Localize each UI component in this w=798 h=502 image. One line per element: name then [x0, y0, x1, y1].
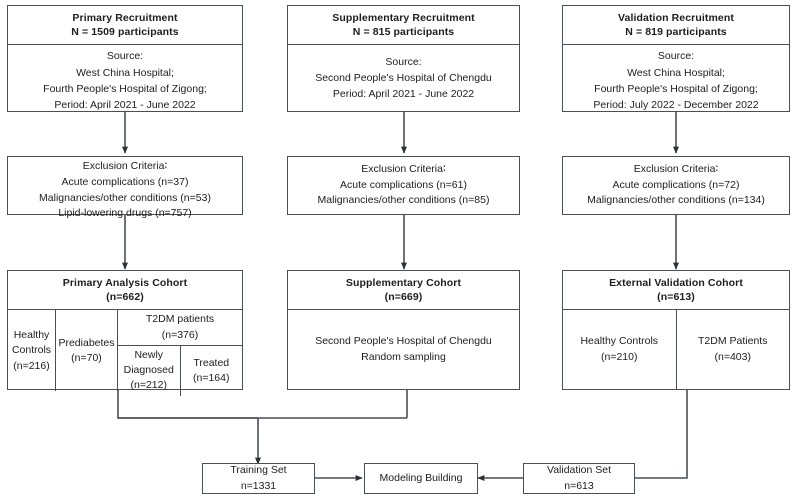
- supplementary-exclusion-item-1: Acute complications (n=61): [340, 178, 467, 191]
- primary-cohort-header: Primary Analysis Cohort (n=662): [8, 271, 242, 311]
- validation-recruitment-header: Validation Recruitment N = 819 participa…: [563, 6, 789, 46]
- supplementary-exclusion-heading: Exclusion Criteria∶: [361, 162, 446, 175]
- prediabetes-count: (n=70): [71, 351, 102, 364]
- treated-count: (n=164): [193, 371, 230, 384]
- external-validation-cohort-box: External Validation Cohort (n=613) Healt…: [562, 270, 790, 390]
- healthy-controls-count: (n=216): [13, 359, 50, 372]
- primary-recruitment-box: Primary Recruitment N = 1509 participant…: [7, 5, 243, 112]
- healthy-controls-label: Healthy Controls: [11, 329, 52, 357]
- primary-source-line-3: Period: April 2021 - June 2022: [54, 99, 196, 112]
- validation-set-count: n=613: [564, 479, 594, 492]
- supplementary-source-line-2: Period: April 2021 - June 2022: [332, 88, 475, 101]
- validation-healthy-controls-count: (n=210): [601, 350, 638, 363]
- primary-exclusion-box: Exclusion Criteria∶ Acute complications …: [7, 156, 243, 219]
- supplementary-cohort-body: Second People's Hospital of Chengdu Rand…: [288, 310, 519, 389]
- prediabetes-label: Prediabetes: [58, 336, 115, 349]
- supplementary-source-line-1: Second People's Hospital of Chengdu: [315, 72, 492, 85]
- validation-exclusion-item-1: Acute complications (n=72): [612, 178, 740, 191]
- validation-exclusion-box: Exclusion Criteria∶ Acute complications …: [562, 156, 790, 215]
- validation-source-line-1: West China Hospital;: [627, 66, 725, 79]
- t2dm-subgroups: Newly Diagnosed (n=212) Treated (n=164): [118, 346, 242, 396]
- subgroup-healthy-controls: Healthy Controls (n=216): [8, 310, 56, 392]
- primary-recruitment-header: Primary Recruitment N = 1509 participant…: [8, 6, 242, 46]
- validation-recruitment-n: N = 819 participants: [625, 26, 727, 39]
- primary-analysis-cohort-box: Primary Analysis Cohort (n=662) Healthy …: [7, 270, 243, 396]
- primary-source-line-1: West China Hospital;: [76, 66, 174, 79]
- validation-recruitment-title: Validation Recruitment: [618, 12, 734, 24]
- training-set-count: n=1331: [240, 479, 277, 492]
- validation-source-line-3: Period: July 2022 - December 2022: [593, 99, 759, 112]
- newly-diagnosed-label: Newly Diagnosed: [123, 349, 174, 377]
- supplementary-recruitment-body: Source: Second People's Hospital of Chen…: [288, 45, 519, 111]
- supplementary-recruitment-header: Supplementary Recruitment N = 815 partic…: [288, 6, 519, 46]
- validation-recruitment-box: Validation Recruitment N = 819 participa…: [562, 5, 790, 112]
- supplementary-cohort-box: Supplementary Cohort (n=669) Second Peop…: [287, 270, 520, 390]
- supplementary-cohort-title: Supplementary Cohort: [345, 277, 462, 289]
- supplementary-recruitment-n: N = 815 participants: [352, 26, 455, 39]
- primary-exclusion-body: Exclusion Criteria∶ Acute complications …: [8, 157, 242, 224]
- validation-cohort-subgroups: Healthy Controls (n=210) T2DM Patients (…: [563, 310, 789, 389]
- primary-exclusion-heading: Exclusion Criteria∶: [82, 160, 168, 172]
- supplementary-exclusion-body: Exclusion Criteria∶ Acute complications …: [288, 157, 519, 214]
- validation-cohort-header: External Validation Cohort (n=613): [563, 271, 789, 311]
- supplementary-exclusion-item-2: Malignancies/other conditions (n=85): [317, 194, 490, 207]
- modeling-building-box: Modeling Building: [364, 463, 478, 494]
- primary-recruitment-n: N = 1509 participants: [71, 26, 179, 39]
- primary-source-line-2: Fourth People's Hospital of Zigong;: [43, 82, 207, 95]
- newly-diagnosed-count: (n=212): [130, 379, 167, 392]
- primary-cohort-count: (n=662): [106, 291, 144, 304]
- primary-cohort-title: Primary Analysis Cohort: [62, 277, 188, 289]
- subgroup-t2dm: T2DM patients (n=376) Newly Diagnosed (n…: [118, 310, 242, 396]
- validation-source-line-2: Fourth People's Hospital of Zigong;: [594, 82, 758, 95]
- supplementary-recruitment-title: Supplementary Recruitment: [332, 12, 475, 24]
- validation-subgroup-healthy-controls: Healthy Controls (n=210): [563, 310, 677, 389]
- supplementary-cohort-header: Supplementary Cohort (n=669): [288, 271, 519, 311]
- validation-exclusion-body: Exclusion Criteria∶ Acute complications …: [563, 157, 789, 214]
- validation-exclusion-heading: Exclusion Criteria∶: [633, 162, 719, 175]
- primary-exclusion-item-2: Malignancies/other conditions (n=53): [39, 191, 211, 204]
- subgroup-treated: Treated (n=164): [181, 346, 243, 396]
- treated-label: Treated: [193, 356, 230, 369]
- subgroup-newly-diagnosed: Newly Diagnosed (n=212): [118, 346, 181, 396]
- validation-t2dm-count: (n=403): [714, 350, 751, 363]
- primary-exclusion-item-3: Lipid-lowering drugs (n=757): [58, 207, 192, 220]
- validation-source-label: Source:: [657, 50, 695, 63]
- supplementary-cohort-line-1: Second People's Hospital of Chengdu: [315, 334, 492, 347]
- validation-recruitment-body: Source: West China Hospital; Fourth Peop…: [563, 45, 789, 116]
- validation-set-box: Validation Set n=613: [523, 463, 635, 494]
- validation-healthy-controls-label: Healthy Controls: [580, 335, 659, 348]
- supplementary-recruitment-box: Supplementary Recruitment N = 815 partic…: [287, 5, 520, 112]
- supplementary-cohort-line-2: Random sampling: [361, 350, 446, 363]
- supplementary-exclusion-box: Exclusion Criteria∶ Acute complications …: [287, 156, 520, 215]
- validation-cohort-count: (n=613): [657, 291, 695, 304]
- validation-t2dm-label: T2DM Patients: [698, 335, 768, 348]
- validation-subgroup-t2dm: T2DM Patients (n=403): [677, 310, 790, 389]
- t2dm-label: T2DM patients: [145, 313, 215, 326]
- t2dm-summary: T2DM patients (n=376): [118, 310, 242, 347]
- supplementary-cohort-count: (n=669): [384, 291, 423, 304]
- primary-cohort-subgroups: Healthy Controls (n=216) Prediabetes (n=…: [8, 310, 242, 396]
- primary-exclusion-item-1: Acute complications (n=37): [61, 175, 189, 188]
- primary-recruitment-title: Primary Recruitment: [72, 12, 178, 24]
- modeling-building-label: Modeling Building: [379, 471, 463, 484]
- subgroup-prediabetes: Prediabetes (n=70): [56, 310, 118, 392]
- primary-recruitment-body: Source: West China Hospital; Fourth Peop…: [8, 45, 242, 116]
- primary-source-label: Source:: [106, 50, 144, 63]
- validation-exclusion-item-2: Malignancies/other conditions (n=134): [587, 194, 765, 207]
- training-set-box: Training Set n=1331: [202, 463, 315, 494]
- supplementary-source-label: Source:: [385, 55, 422, 68]
- t2dm-count: (n=376): [161, 328, 199, 341]
- validation-cohort-title: External Validation Cohort: [609, 277, 743, 289]
- validation-set-label: Validation Set: [546, 463, 611, 476]
- training-set-label: Training Set: [230, 463, 287, 476]
